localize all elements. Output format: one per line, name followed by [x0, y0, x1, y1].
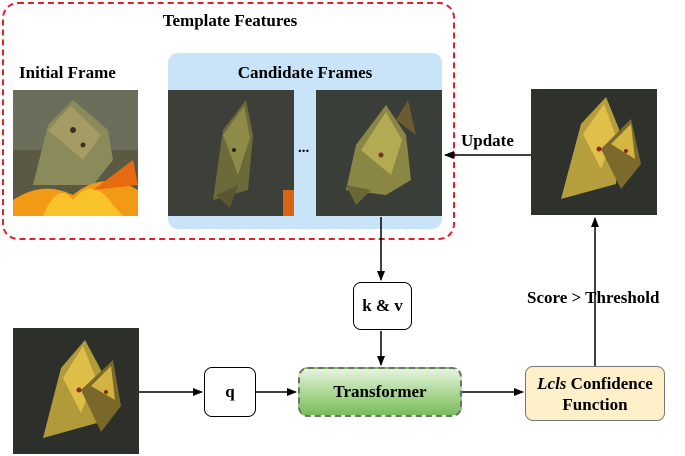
score-threshold-label: Score > Threshold	[527, 288, 660, 307]
confidence-line-2: Function	[562, 394, 628, 414]
initial-frame-image	[13, 90, 138, 216]
candidate-ellipsis: ...	[298, 140, 310, 156]
confidence-function-node: Lcls Confidence Function	[525, 366, 665, 421]
template-features-region	[2, 2, 455, 240]
lcls-symbol: Lcls	[537, 373, 567, 393]
candidate-frame-2-image	[316, 90, 442, 216]
query-frame-image	[13, 328, 139, 454]
template-features-title: Template Features	[162, 11, 298, 30]
candidate-frame-1-image	[168, 90, 294, 216]
confidence-line-1: Lcls Confidence	[537, 373, 653, 394]
confidence-word: Confidence	[566, 373, 653, 393]
update-label: Update	[461, 131, 514, 150]
candidate-frames-label: Candidate Frames	[237, 63, 373, 82]
initial-frame-label: Initial Frame	[19, 63, 116, 82]
updated-frame-image	[531, 89, 657, 215]
kv-node: k & v	[353, 282, 412, 330]
transformer-node: Transformer	[298, 367, 462, 417]
q-node: q	[204, 367, 256, 417]
